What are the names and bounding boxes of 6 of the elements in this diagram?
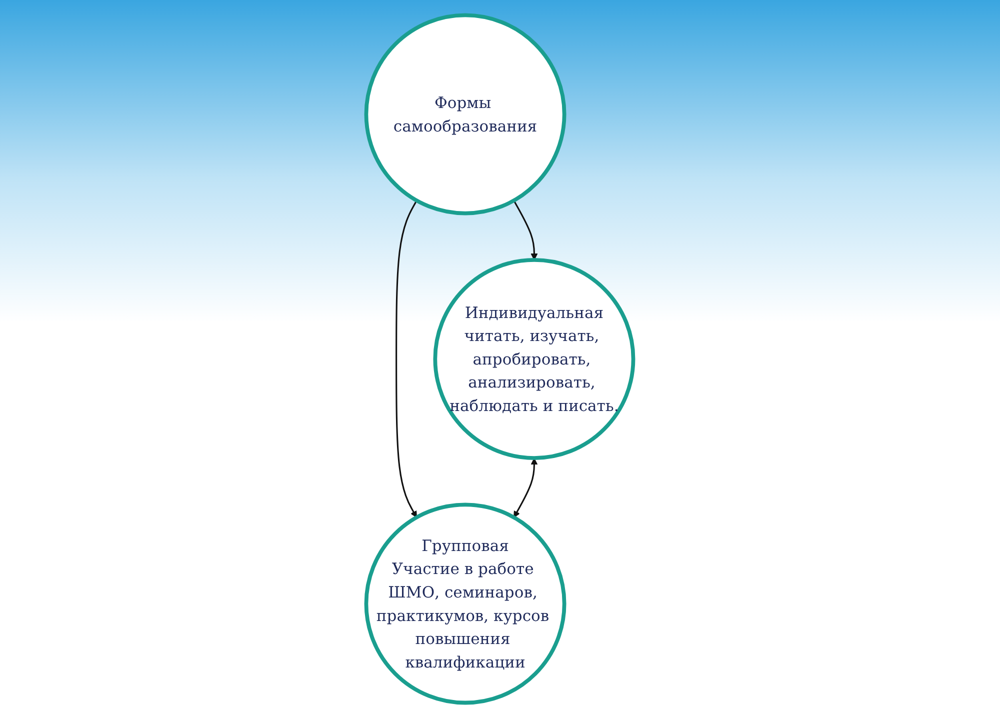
arrow	[513, 200, 538, 260]
node-circle: Групповая Участие в работе ШМО, семинаров, практикумов, курсов повышения квалификации	[364, 502, 567, 705]
node-circle: Индивидуальная читать, изучать, апробировать, анализировать, наблюдать и писать.	[433, 258, 636, 460]
arrow	[396, 200, 418, 518]
node-circle: Формы самообразования	[364, 13, 567, 216]
arrow	[514, 458, 538, 518]
